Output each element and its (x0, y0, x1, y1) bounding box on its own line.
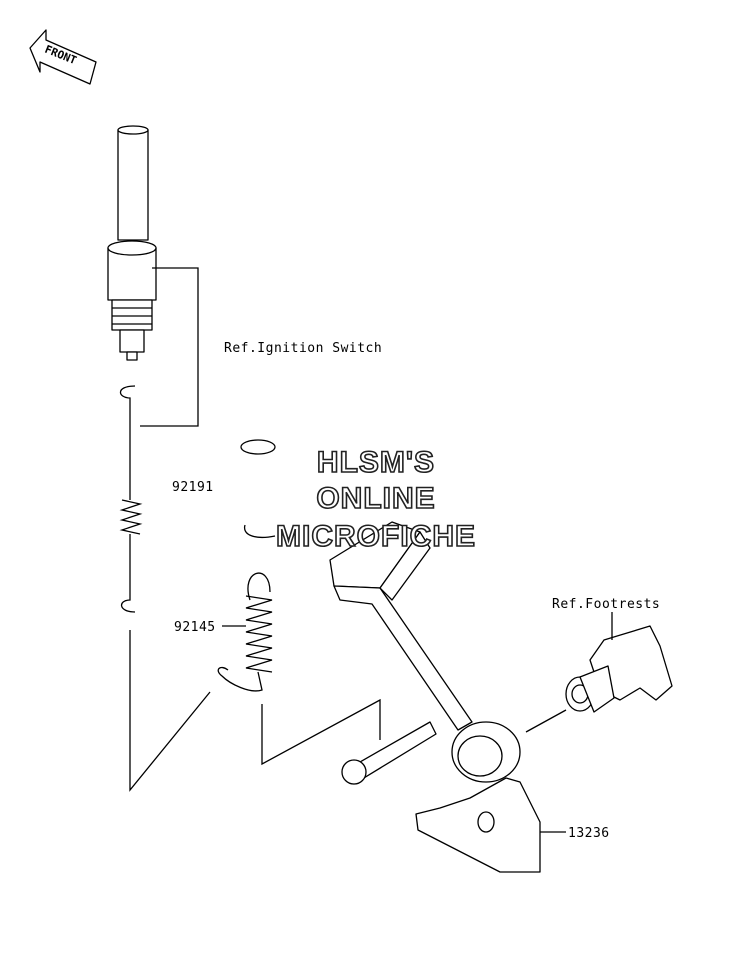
leader-spring-pedal (261, 698, 381, 766)
footrest-bracket (565, 625, 673, 713)
leader-switch-bracket (140, 267, 199, 427)
switch-spring (119, 385, 143, 613)
brake-light-switch (107, 125, 157, 361)
label-footrest-ref: Ref.Footrests (552, 597, 660, 612)
label-92191: 92191 (172, 480, 214, 495)
label-92145: 92145 (174, 620, 216, 635)
label-13236: 13236 (568, 826, 610, 841)
watermark-line1: HLSM'S (317, 446, 435, 479)
leader-left-v (129, 630, 211, 792)
cotter-pin-92191 (240, 439, 276, 539)
watermark-line2: ONLINE (316, 482, 435, 515)
front-arrow-icon: FRONT (29, 29, 97, 85)
brake-pedal-13236 (329, 521, 541, 873)
label-ignition-ref: Ref.Ignition Switch (224, 341, 382, 356)
return-spring-92145 (217, 572, 273, 692)
leader-footrest (525, 709, 567, 733)
watermark-line3: MICROFICHE (276, 520, 476, 553)
